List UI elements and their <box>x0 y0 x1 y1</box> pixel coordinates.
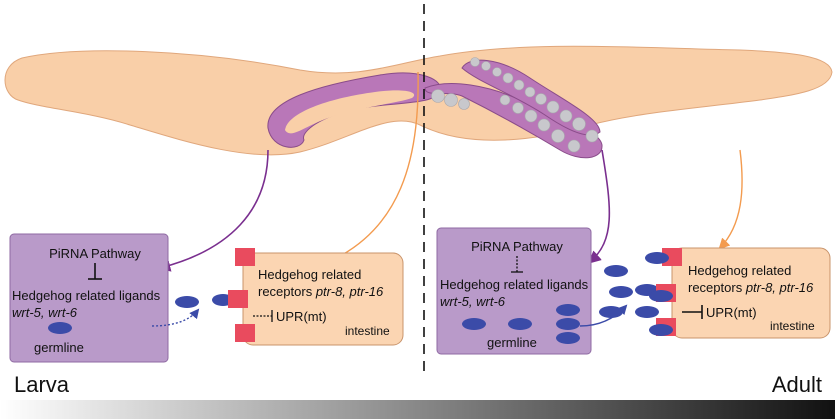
adult-receptors-line2: receptors ptr-8, ptr-16 <box>688 280 814 295</box>
oocyte <box>444 93 458 107</box>
larva-secretion-arrow <box>151 308 200 327</box>
oocyte <box>551 129 565 143</box>
oocytes <box>431 57 599 153</box>
larva-receptor-middle <box>228 290 248 308</box>
oocyte <box>524 109 538 123</box>
larval-gonad-lumen <box>285 90 415 134</box>
larva-germline-label: germline <box>34 340 84 355</box>
larva-intestine-arrow <box>325 71 419 264</box>
adult-receptor <box>662 248 682 266</box>
larva-receptors-line1: Hedgehog related <box>258 267 361 282</box>
larva-secreted-ligand <box>175 296 199 308</box>
adult-ligand-in-germline <box>508 318 532 330</box>
adult-ligand-in-germline <box>556 332 580 344</box>
adult-ligands-label: Hedgehog related ligands <box>440 277 589 292</box>
larva-intestine-label: intestine <box>345 324 390 338</box>
oocyte <box>470 57 480 67</box>
adult-receptors-line1: Hedgehog related <box>688 263 791 278</box>
oocyte <box>492 67 502 77</box>
larva-upr-label: UPR(mt) <box>276 309 327 324</box>
oocyte <box>458 98 470 110</box>
oocyte <box>572 117 586 131</box>
oocyte <box>535 93 547 105</box>
oocyte <box>559 109 573 123</box>
adult-ligand-in-germline <box>462 318 486 330</box>
adult-secretion-arrow <box>579 304 628 327</box>
adult-secreted-ligand <box>599 306 623 318</box>
larva-receptors-line2: receptors ptr-8, ptr-16 <box>258 284 384 299</box>
adult-pirna-label: PiRNA Pathway <box>471 239 563 254</box>
adult-ligand-in-germline <box>556 318 580 330</box>
adult-bound-ligand <box>645 252 669 264</box>
larva-germline-arrow <box>157 149 269 272</box>
adult-germline-label: germline <box>487 335 537 350</box>
oocyte <box>481 61 491 71</box>
adult-germline-arrow <box>588 149 611 264</box>
oocyte <box>499 94 511 106</box>
oocyte <box>537 118 551 132</box>
adult-bound-ligand <box>649 324 673 336</box>
adult-ligand-in-germline <box>556 304 580 316</box>
oocyte <box>567 139 581 153</box>
oocyte <box>524 86 536 98</box>
larva-pirna-label: PiRNA Pathway <box>49 246 141 261</box>
adult-ligand-genes: wrt-5, wrt-6 <box>440 294 506 309</box>
adult-bound-ligand <box>649 290 673 302</box>
adult-stage-label: Adult <box>772 372 822 397</box>
age-gradient-bar <box>0 400 835 419</box>
adult-secreted-ligand <box>609 286 633 298</box>
oocyte <box>585 129 599 143</box>
larva-ligands-label: Hedgehog related ligands <box>12 288 161 303</box>
adult-intestine-arrow <box>718 149 743 250</box>
larva-receptor-bottom <box>235 324 255 342</box>
oocyte <box>512 102 524 114</box>
oocyte <box>431 89 445 103</box>
larva-stage-label: Larva <box>14 372 70 397</box>
larva-ligand-genes: wrt-5, wrt-6 <box>12 305 78 320</box>
adult-intestine-label: intestine <box>770 319 815 333</box>
oocyte <box>546 100 560 114</box>
adult-upr-label: UPR(mt) <box>706 305 757 320</box>
oocyte <box>502 72 514 84</box>
larva-ligand-in-germline <box>48 322 72 334</box>
adult-secreted-ligand <box>635 306 659 318</box>
oocyte <box>513 79 525 91</box>
larva-receptor-top <box>235 248 255 266</box>
adult-secreted-ligand <box>604 265 628 277</box>
